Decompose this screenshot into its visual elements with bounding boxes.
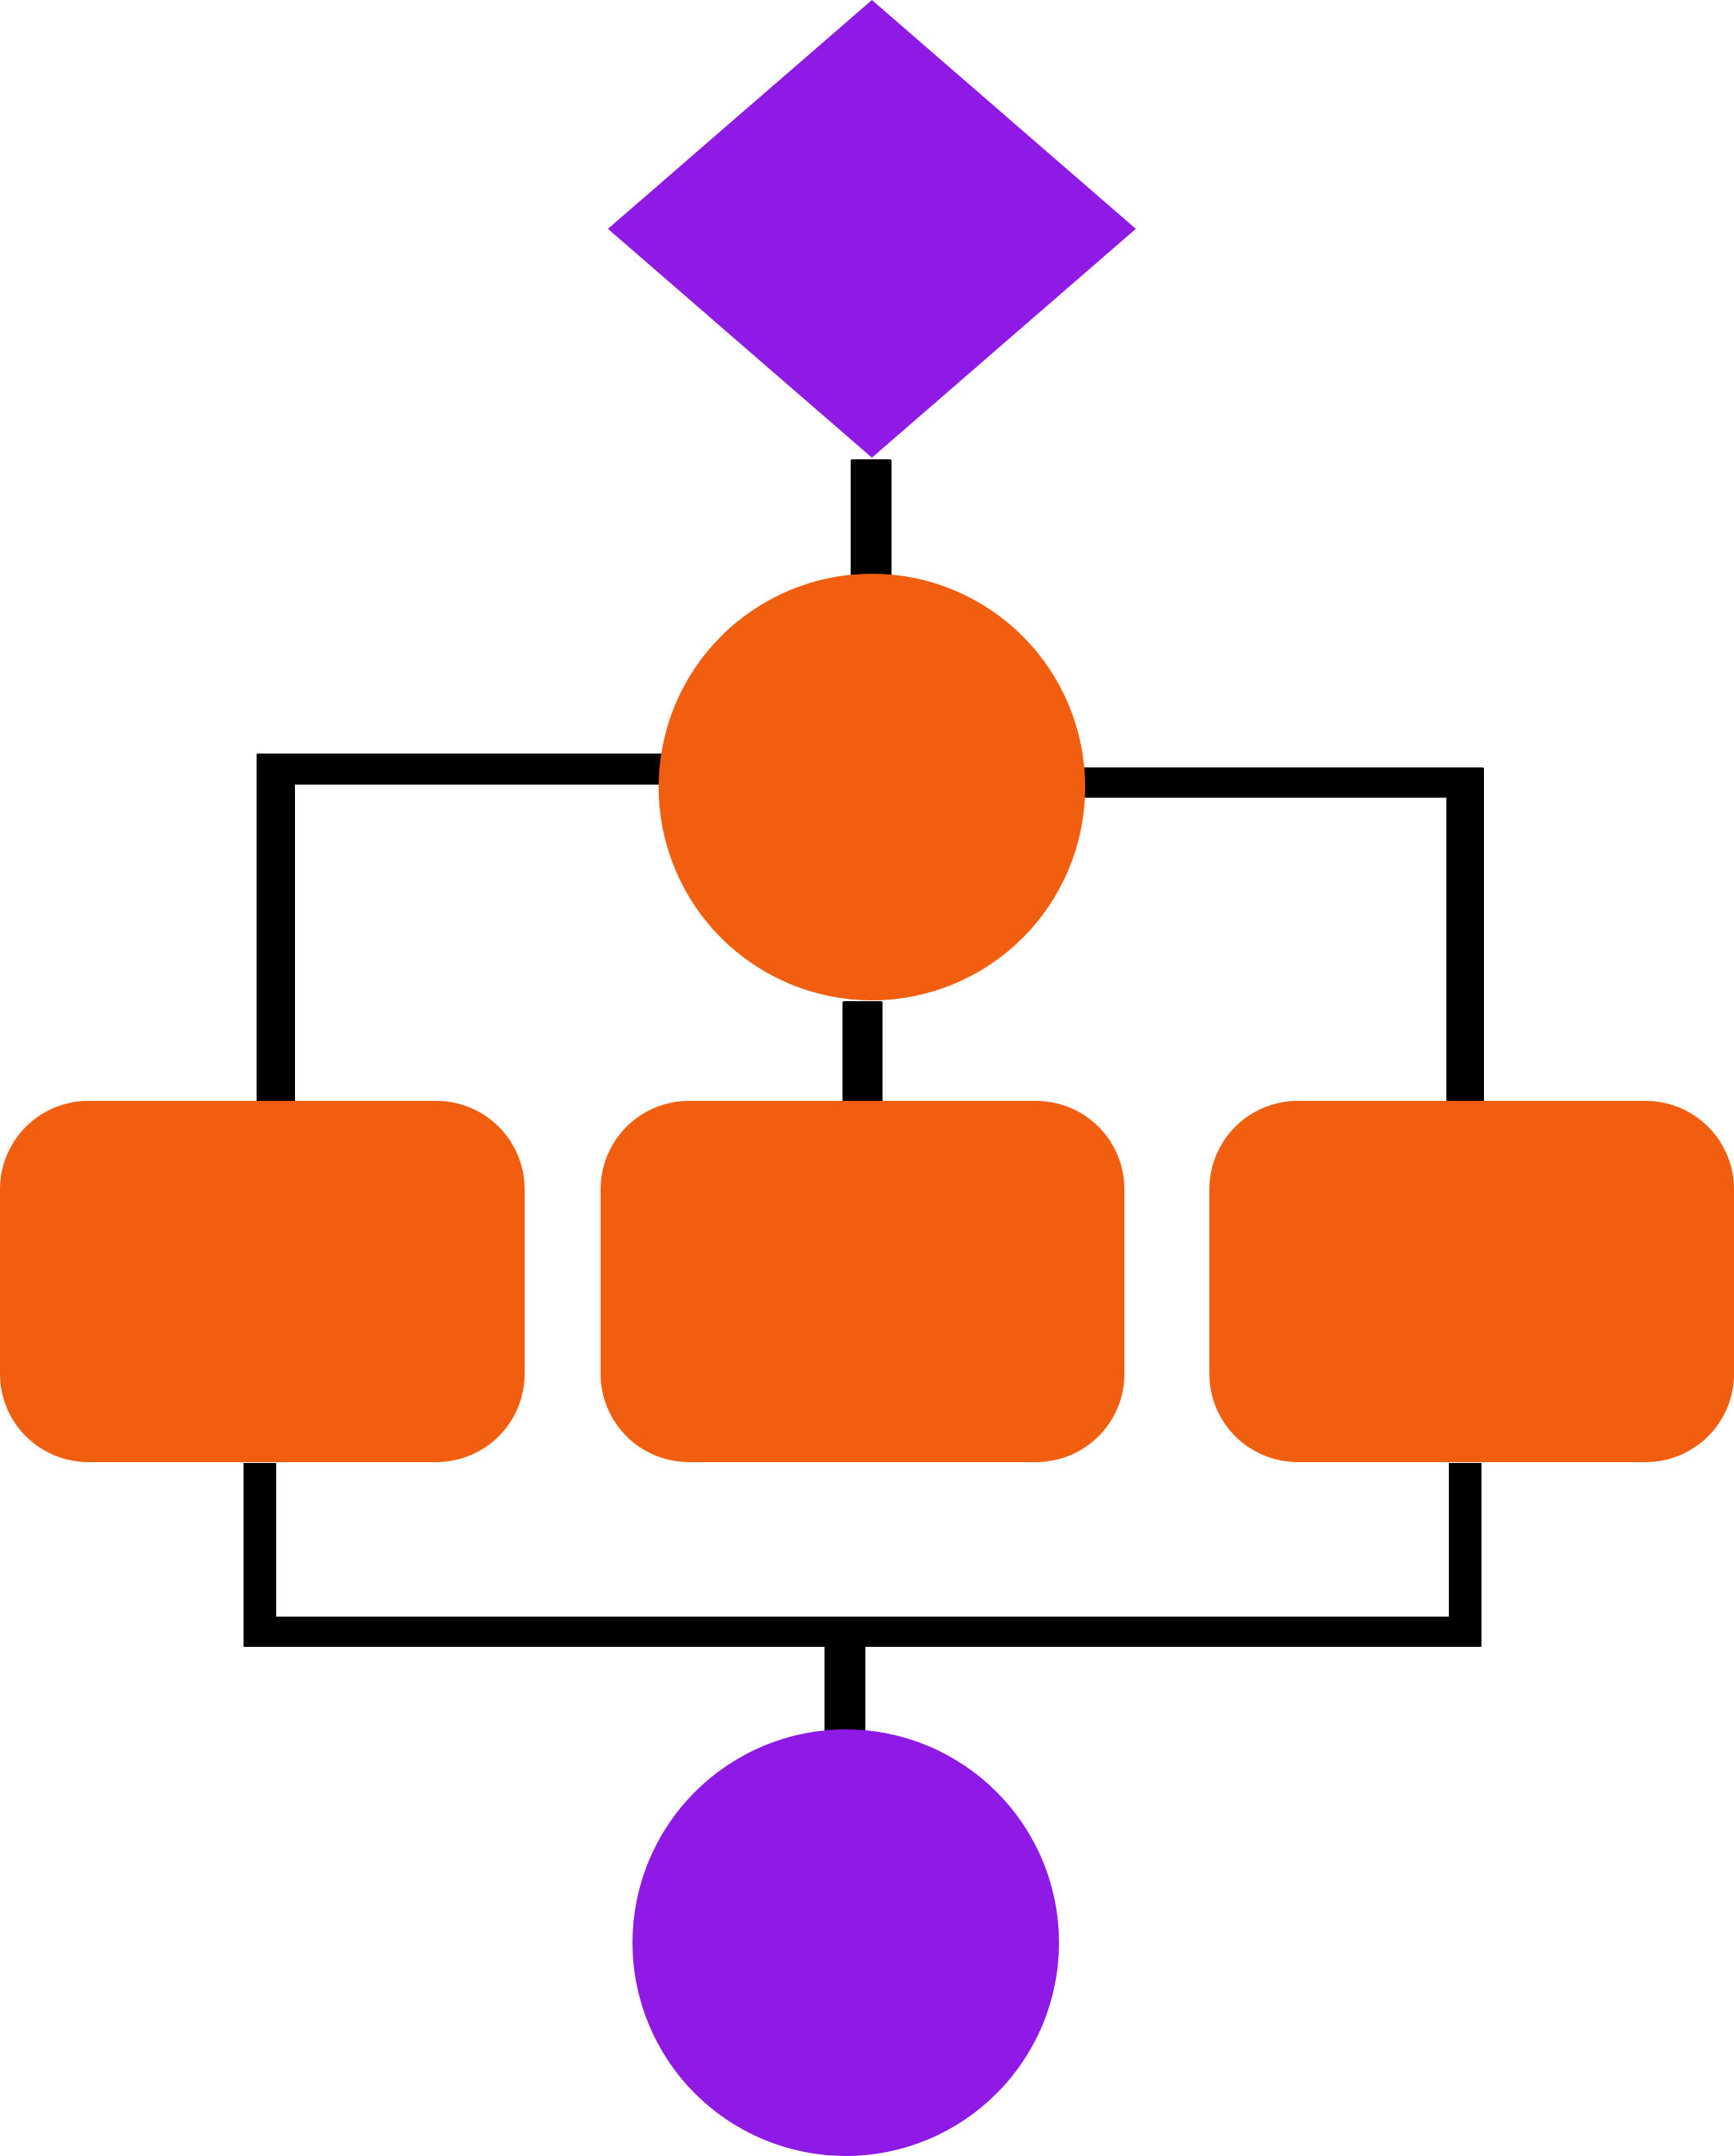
connector-hub-to-left-horizontal [257, 754, 664, 785]
connector-group [244, 459, 1484, 1735]
end-circle-node [632, 1729, 1059, 2156]
connector-hub-to-left-vertical [257, 754, 295, 1103]
connector-right-to-bus-vertical [1449, 1463, 1481, 1647]
right-process-box [1209, 1101, 1734, 1462]
center-process-box [601, 1101, 1124, 1462]
connector-hub-to-right-horizontal [1080, 767, 1484, 798]
start-diamond-node [608, 0, 1136, 458]
connector-diamond-to-hub [851, 459, 892, 580]
connector-hub-to-right-vertical [1446, 767, 1484, 1103]
connector-bus-to-end [825, 1617, 865, 1735]
connector-left-to-bus-vertical [244, 1463, 276, 1647]
left-process-box [0, 1101, 525, 1462]
connector-hub-to-center [842, 1001, 883, 1103]
hub-circle-node [659, 574, 1085, 1000]
